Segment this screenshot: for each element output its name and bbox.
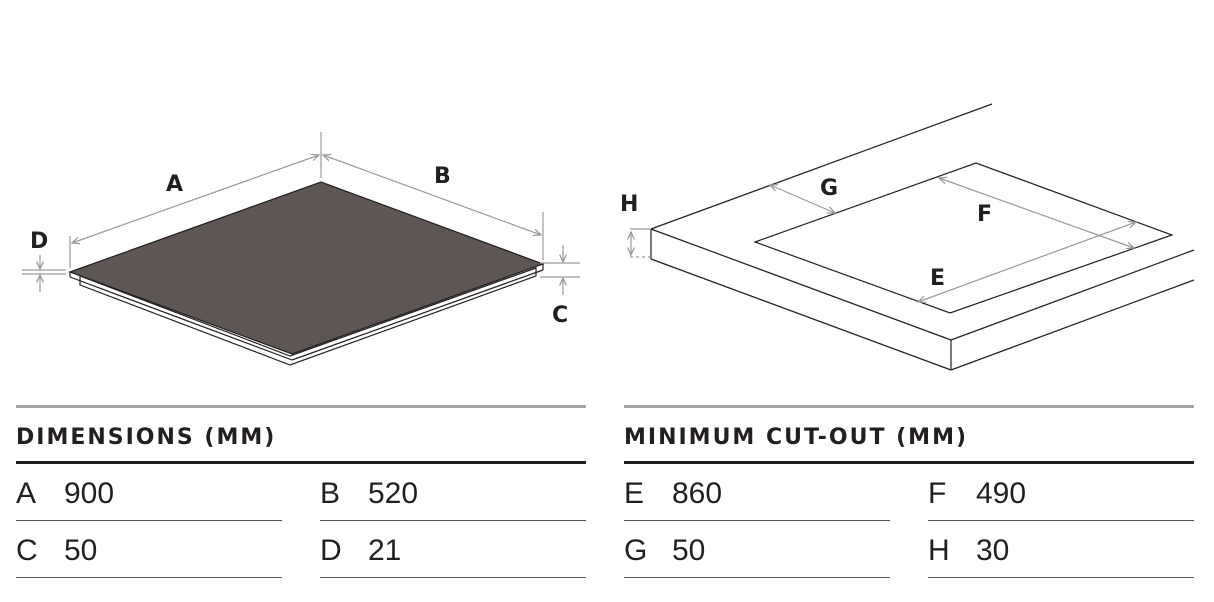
dimension-cell-c: C 50 [16,521,282,578]
dimension-value: 21 [368,533,402,567]
dimension-cell-a: A 900 [16,464,282,521]
cutout-title: MINIMUM CUT-OUT (MM) [624,408,1194,464]
label-e: E [930,266,945,291]
divider [16,405,586,408]
dimension-value: 900 [64,476,115,510]
label-c: C [552,303,568,328]
label-f: F [977,202,992,227]
table-row: G 50 H 30 [624,521,1194,578]
cutout-cell-e: E 860 [624,464,890,521]
cutout-key: H [928,533,950,567]
dimensions-title: DIMENSIONS (MM) [16,408,586,464]
cutout-cell-f: F 490 [928,464,1194,521]
dimension-value: 50 [64,533,98,567]
dimension-key: C [16,533,38,567]
cutout-value: 490 [976,476,1027,510]
cutout-key: F [928,476,947,510]
cutout-key: G [624,533,648,567]
cutout-opening [753,162,1174,314]
label-a: A [166,172,183,197]
dimension-key: D [320,533,342,567]
worktop-illustration [650,103,1195,371]
table-row: E 860 F 490 [624,464,1194,521]
dimensions-table: DIMENSIONS (MM) A 900 B 520 C 50 D 21 [16,405,586,578]
dimension-value: 520 [368,476,419,510]
dimension-key: B [320,476,341,510]
cutout-cell-g: G 50 [624,521,890,578]
cutout-table: MINIMUM CUT-OUT (MM) E 860 F 490 G 50 H … [624,405,1194,578]
label-h: H [620,192,638,217]
divider [624,405,1194,408]
table-row: A 900 B 520 [16,464,586,521]
hob-dimension-lines [22,132,580,295]
cutout-value: 50 [672,533,706,567]
hob-glass-top [68,181,545,355]
cutout-cell-h: H 30 [928,521,1194,578]
cutout-value: 30 [976,533,1010,567]
dimension-key: A [16,476,37,510]
dimension-cell-d: D 21 [320,521,586,578]
label-g: G [820,176,838,201]
diagrams: A B C D H G F E [22,103,1195,371]
table-row: C 50 D 21 [16,521,586,578]
cutout-value: 860 [672,476,723,510]
cutout-dimension-lines [630,178,1136,302]
label-b: B [434,164,451,189]
label-d: D [30,229,48,254]
hob-body [79,267,537,366]
cutout-key: E [624,476,645,510]
dimension-cell-b: B 520 [320,464,586,521]
